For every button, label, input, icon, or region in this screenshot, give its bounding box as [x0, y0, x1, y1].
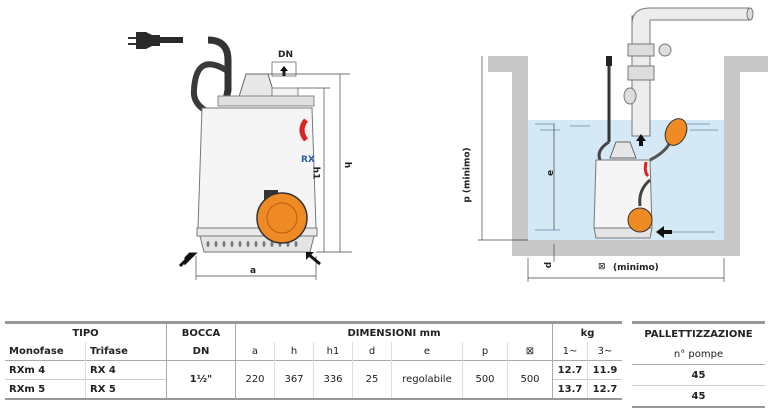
subheader-monofase: Monofase: [9, 345, 64, 357]
inlet-arrow-icon: [656, 226, 672, 238]
subheader-h1: h1: [313, 342, 353, 361]
intake-slots: [206, 241, 298, 247]
subheader-square: ⊠: [507, 342, 553, 361]
palletization-header: PALLETTIZZAZIONE: [632, 321, 765, 344]
installation-diagram: [478, 7, 768, 282]
header-kg: kg: [552, 321, 622, 342]
square-value: 500: [507, 360, 553, 400]
subheader-d: d: [352, 342, 392, 361]
row1-kg1: 12.7: [552, 360, 588, 380]
width-minimo-label: (minimo): [613, 263, 659, 273]
a-label: a: [250, 266, 257, 276]
subheader-dn: DN: [166, 342, 236, 361]
h-value: 367: [274, 360, 314, 400]
power-cable: [207, 36, 232, 101]
valve-handle-icon: [658, 43, 672, 57]
pump-dimension-diagram: RX: [128, 32, 352, 280]
d-value: 25: [352, 360, 392, 400]
header-tipo: TIPO: [5, 321, 167, 342]
palletization-row1: 45: [632, 364, 765, 386]
h1-label: h1: [310, 166, 321, 180]
inlet-arrow-left-icon: [178, 252, 198, 268]
brand-logo-icon: [299, 118, 309, 142]
float-switch-icon: [627, 207, 653, 233]
table-row: RXm 4 RX 4 1½" 220 367 336 25 regolabile…: [5, 360, 622, 400]
d-label: d: [544, 261, 555, 269]
brand-text: RX: [301, 155, 315, 165]
subheader-kg1: 1~: [552, 342, 588, 361]
width-symbol: ⊠: [598, 262, 606, 272]
subheader-e: e: [391, 342, 463, 361]
float-switch-icon: [256, 190, 308, 244]
row1-trifase: RX 4: [85, 360, 167, 380]
subheader-trifase: Trifase: [85, 342, 167, 361]
e-value: regolabile: [391, 360, 463, 400]
power-plug-icon: [128, 32, 183, 49]
palletization-subheader: n° pompe: [673, 348, 724, 360]
row2-trifase: RX 5: [85, 379, 167, 400]
row1-kg3: 11.9: [587, 360, 622, 380]
header-dimensioni: DIMENSIONI mm: [235, 321, 553, 342]
pit-wall: [488, 56, 768, 256]
header-bocca: BOCCA: [166, 321, 236, 342]
subheader-a: a: [235, 342, 275, 361]
h-label: h: [342, 161, 353, 169]
subheader-h: h: [274, 342, 314, 361]
palletization-table: PALLETTIZZAZIONE n° pompe 45 45: [632, 321, 765, 408]
h1-value: 336: [313, 360, 353, 400]
table-row: RXm 5 RX 5 13.7 12.7: [5, 379, 622, 400]
float-switch-raised-icon: [664, 118, 688, 146]
outlet-arrow-icon: [280, 66, 288, 76]
row2-kg3: 12.7: [587, 379, 622, 400]
e-label: e: [546, 169, 557, 177]
specifications-table: TIPO BOCCA DIMENSIONI mm kg Monofase Tri…: [5, 321, 622, 400]
row2-monofase: RXm 5: [5, 379, 86, 400]
subheader-kg3: 3~: [587, 342, 622, 361]
p-value: 500: [462, 360, 508, 400]
a-value: 220: [235, 360, 275, 400]
p-minimo-label: p (minimo): [462, 147, 473, 203]
subheader-p: p: [462, 342, 508, 361]
dn-value: 1½": [166, 360, 236, 400]
row2-kg1: 13.7: [552, 379, 588, 400]
dn-label: DN: [278, 50, 294, 60]
flow-arrow-icon: [636, 134, 646, 146]
row1-monofase: RXm 4: [5, 360, 86, 380]
